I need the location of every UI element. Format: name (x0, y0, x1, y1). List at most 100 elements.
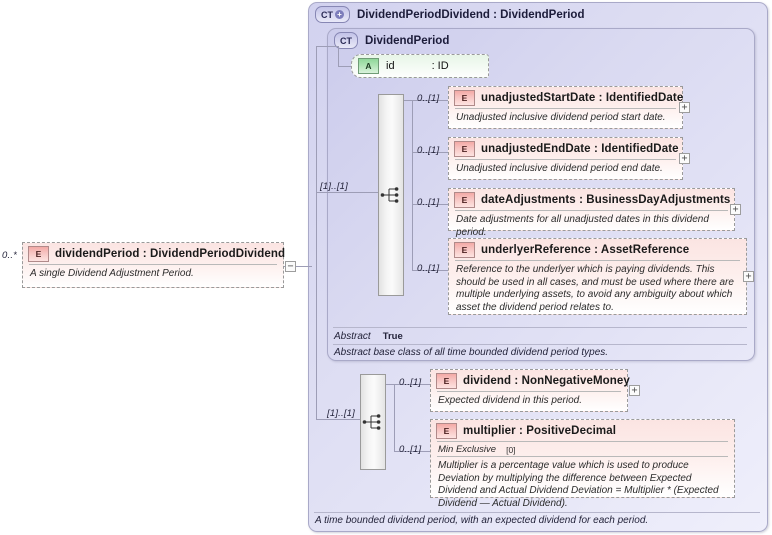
inner-sequence-cardinality: [1]..[1] (320, 181, 349, 192)
facet-row-min-exclusive: Min Exclusive [0] (431, 442, 734, 456)
root-collapse-toggle[interactable]: − (285, 261, 296, 272)
element-documentation: Unadjusted inclusive dividend period end… (456, 163, 663, 174)
root-element-documentation: A single Dividend Adjustment Period. (30, 268, 194, 279)
divider (437, 441, 728, 442)
ct-badge[interactable]: CT (334, 32, 358, 49)
element-title-row: E dividend : NonNegativeMoney (431, 370, 630, 391)
element-box-multiplier[interactable]: E multiplier : PositiveDecimal Min Exclu… (430, 419, 735, 509)
element-badge-icon: E (28, 246, 49, 262)
element-occurrence: 0..[1] (417, 93, 440, 104)
element-title: unadjustedStartDate : IdentifiedDate (481, 92, 684, 104)
spine-outer-vertical (316, 266, 317, 419)
complex-type-outer-header: CT + DividendPeriodDividend : DividendPe… (315, 6, 584, 23)
element-title: multiplier : PositiveDecimal (463, 425, 616, 437)
element-badge-icon: E (436, 423, 457, 439)
element-title: underlyerReference : AssetReference (481, 244, 690, 256)
connector-to-inner-sequence (316, 192, 378, 193)
element-badge-icon: E (454, 242, 475, 258)
element-occurrence: 0..[1] (417, 263, 440, 274)
attribute-badge-icon: A (358, 58, 379, 74)
sequence-icon (362, 414, 381, 430)
facet-value: [0] (506, 444, 516, 455)
element-occurrence: 0..[1] (399, 444, 422, 455)
spine-inner-top (316, 46, 338, 47)
element-box-underlyerreference[interactable]: E underlyerReference : AssetReference Re… (448, 238, 747, 315)
divider (333, 327, 747, 328)
outer-sequence-cardinality: [1]..[1] (327, 408, 356, 419)
element-box-dateadjustments[interactable]: E dateAdjustments : BusinessDayAdjustmen… (448, 188, 735, 238)
attribute-name: id (386, 60, 395, 72)
element-documentation: Multiplier is a percentage value which i… (438, 460, 719, 509)
element-expand-button[interactable]: + (730, 204, 741, 215)
divider (455, 159, 676, 160)
divider (437, 456, 728, 457)
root-element-title: dividendPeriod : DividendPeriodDividend (55, 248, 286, 260)
inner-branch-3 (412, 204, 448, 205)
root-element-title-row: E dividendPeriod : DividendPeriodDividen… (23, 243, 286, 264)
element-title-row: E underlyerReference : AssetReference (449, 239, 746, 260)
spine-inner-vertical (316, 46, 317, 268)
ct-badge-label: CT (340, 35, 352, 46)
element-box-unadjustedenddate[interactable]: E unadjustedEndDate : IdentifiedDate Una… (448, 137, 683, 180)
divider (455, 108, 676, 109)
inner-branch-4 (412, 270, 448, 271)
divider (29, 264, 277, 265)
divider (437, 391, 621, 392)
element-documentation: Reference to the underlyer which is payi… (456, 264, 734, 313)
element-expand-button[interactable]: + (679, 102, 690, 113)
complex-type-outer-documentation: A time bounded dividend period, with an … (315, 515, 649, 526)
divider (314, 512, 760, 513)
element-documentation: Expected dividend in this period. (438, 395, 582, 406)
divider (333, 344, 747, 345)
element-badge-icon: E (454, 141, 475, 157)
element-occurrence: 0..[1] (399, 377, 422, 388)
element-title-row: E unadjustedStartDate : IdentifiedDate (449, 87, 684, 108)
element-documentation: Unadjusted inclusive dividend period sta… (456, 112, 666, 123)
element-title: dateAdjustments : BusinessDayAdjustments (481, 194, 731, 206)
complex-type-outer-title: DividendPeriodDividend : DividendPeriod (357, 8, 585, 21)
element-badge-icon: E (454, 90, 475, 106)
inner-branch-spine (412, 100, 413, 270)
outer-branch-2 (394, 451, 430, 452)
element-badge-icon: E (436, 373, 457, 389)
ct-plus-badge[interactable]: CT + (315, 6, 350, 23)
inner-branch-1 (404, 100, 448, 101)
element-documentation: Date adjustments for all unadjusted date… (456, 214, 709, 238)
element-occurrence: 0..[1] (417, 197, 440, 208)
element-title: dividend : NonNegativeMoney (463, 375, 630, 387)
connector-to-outer-sequence (316, 419, 360, 420)
abstract-label: Abstract (334, 331, 371, 342)
facet-label: Min Exclusive (438, 444, 497, 455)
abstract-row: Abstract True (334, 331, 403, 342)
divider (455, 260, 740, 261)
connector-toggle-to-panel (296, 266, 312, 267)
complex-type-inner-header: CT DividendPeriod (334, 32, 449, 49)
outer-branch-spine (394, 384, 395, 451)
outer-branch-1 (386, 384, 430, 385)
element-title: unadjustedEndDate : IdentifiedDate (481, 143, 679, 155)
element-title-row: E multiplier : PositiveDecimal (431, 420, 734, 441)
element-expand-button[interactable]: + (743, 271, 754, 282)
spine-attr-vertical (338, 46, 339, 67)
sequence-icon (380, 187, 399, 203)
inner-branch-2 (412, 152, 448, 153)
divider (455, 210, 728, 211)
ct-badge-label: CT (321, 9, 333, 20)
attribute-type: : ID (431, 60, 449, 72)
complex-type-inner-documentation: Abstract base class of all time bounded … (334, 347, 609, 358)
root-element-occurrence: 0..* (2, 250, 18, 261)
complex-type-inner-title: DividendPeriod (365, 34, 450, 47)
element-expand-button[interactable]: + (629, 385, 640, 396)
element-title-row: E dateAdjustments : BusinessDayAdjustmen… (449, 189, 734, 210)
element-box-dividend[interactable]: E dividend : NonNegativeMoney Expected d… (430, 369, 630, 412)
element-title-row: E unadjustedEndDate : IdentifiedDate (449, 138, 682, 159)
element-expand-button[interactable]: + (679, 153, 690, 164)
element-badge-icon: E (454, 192, 475, 208)
root-element-box[interactable]: E dividendPeriod : DividendPeriodDividen… (22, 242, 286, 288)
ct-expand-icon: + (335, 10, 344, 19)
element-occurrence: 0..[1] (417, 145, 440, 156)
element-box-unadjustedstartdate[interactable]: E unadjustedStartDate : IdentifiedDate U… (448, 86, 683, 129)
connector-attribute (338, 66, 354, 67)
attribute-box-id[interactable]: A id : ID (351, 54, 489, 78)
